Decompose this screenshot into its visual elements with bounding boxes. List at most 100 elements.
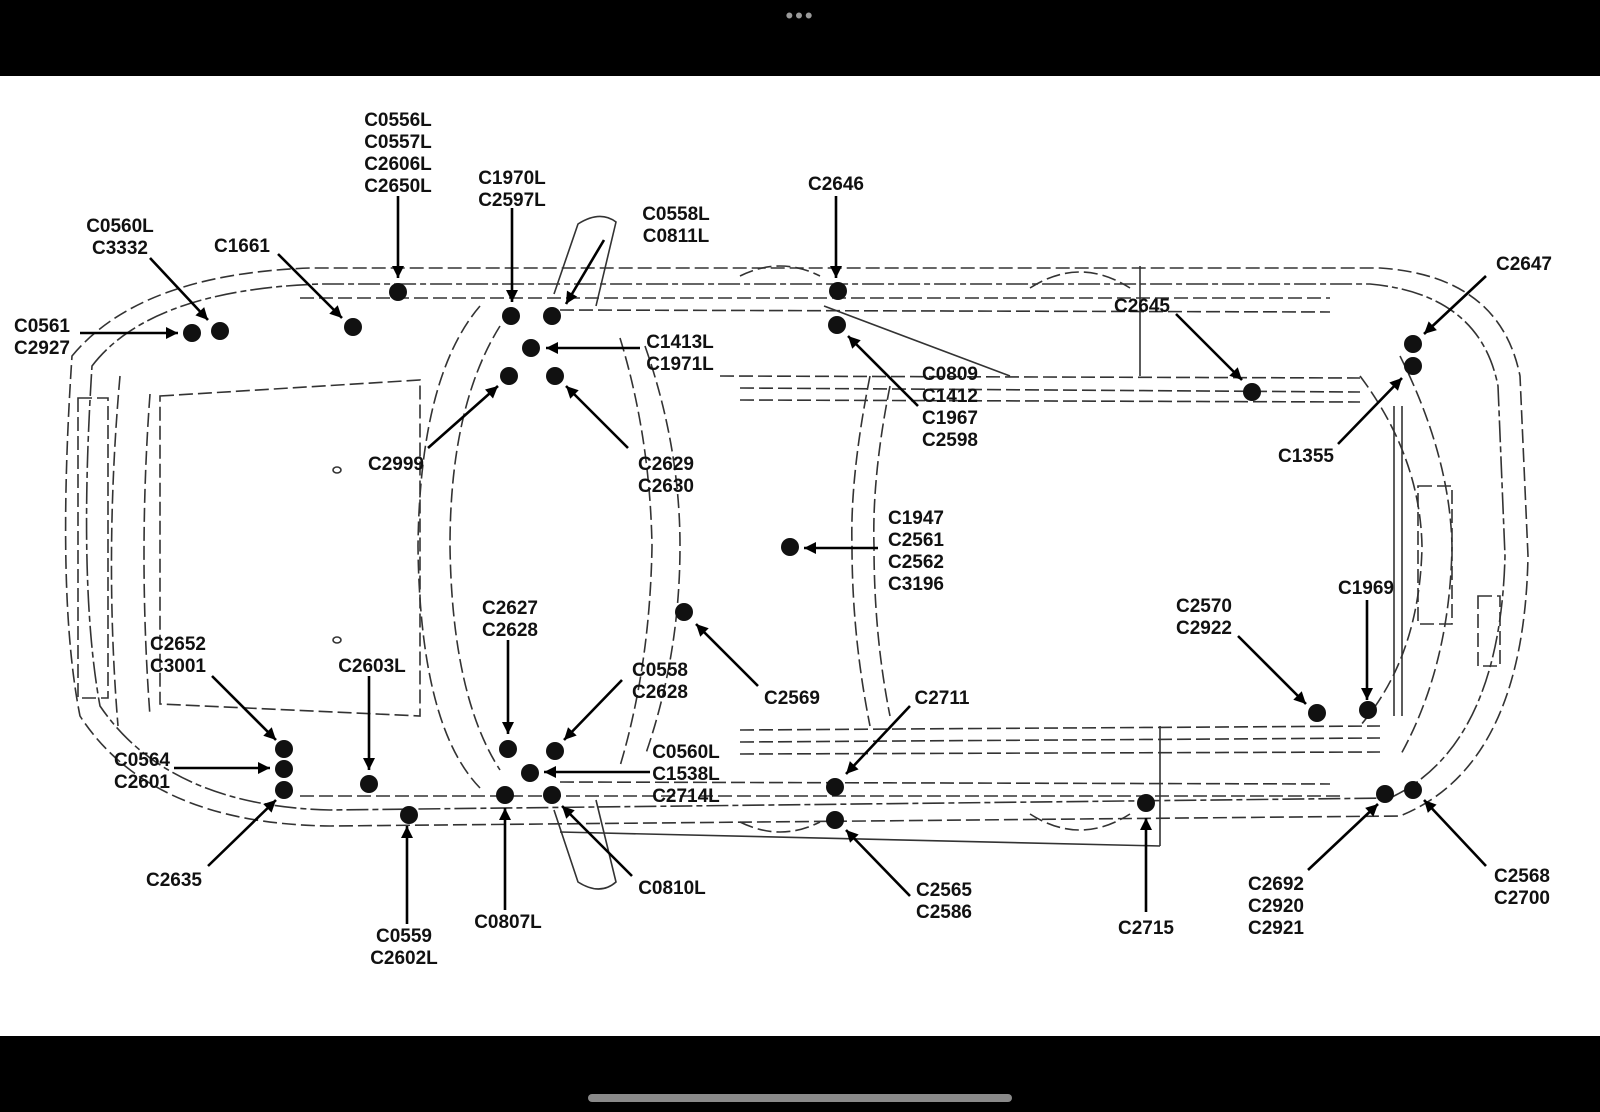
arrow-head xyxy=(566,386,579,399)
connector-dot[interactable] xyxy=(543,786,561,804)
connector-dot[interactable] xyxy=(546,742,564,760)
arrow-head xyxy=(846,830,859,843)
connector-label: C3332 xyxy=(92,238,148,259)
connector-label: C0559 xyxy=(376,926,432,947)
arrow-head xyxy=(566,290,578,304)
connector-label: C2920 xyxy=(1248,896,1304,917)
connector-dot[interactable] xyxy=(826,811,844,829)
connector-dot[interactable] xyxy=(829,282,847,300)
arrow-head xyxy=(1424,800,1437,813)
connector-label: C2606L xyxy=(364,154,432,175)
arrow-head xyxy=(1365,804,1378,817)
connector-dot[interactable] xyxy=(275,781,293,799)
connector-label: C3001 xyxy=(150,656,206,677)
leader-arrow xyxy=(561,805,633,877)
connector-dot[interactable] xyxy=(1137,794,1155,812)
connector-label: C1967 xyxy=(922,408,978,429)
connector-label: C2647 xyxy=(1496,254,1552,275)
home-indicator[interactable] xyxy=(588,1094,1012,1102)
connector-dot[interactable] xyxy=(1404,357,1422,375)
connector-label: C2602L xyxy=(370,948,438,969)
connector-label: C2711 xyxy=(915,688,970,709)
connector-dot[interactable] xyxy=(546,367,564,385)
leader-arrow xyxy=(563,679,623,741)
connector-label: C0560L xyxy=(86,216,154,237)
leader-arrow xyxy=(1337,377,1403,445)
connector-label: C2645 xyxy=(1114,296,1170,317)
connector-label: C0558L xyxy=(642,204,710,225)
leader-arrow xyxy=(1423,799,1487,867)
leader-arrow xyxy=(565,385,629,449)
connector-label: C2922 xyxy=(1176,618,1232,639)
connector-dot[interactable] xyxy=(675,603,693,621)
connector-dot[interactable] xyxy=(522,339,540,357)
connector-label: C2597L xyxy=(478,190,546,211)
leader-arrow xyxy=(149,257,209,321)
arrow-head xyxy=(804,542,816,554)
leader-arrow xyxy=(845,705,911,775)
connector-label: C0811L xyxy=(643,226,710,247)
leader-arrow xyxy=(845,829,911,897)
connector-label: C0807L xyxy=(474,912,542,933)
connector-dot[interactable] xyxy=(499,740,517,758)
connector-dot[interactable] xyxy=(1404,781,1422,799)
connector-label: C1355 xyxy=(1278,446,1334,467)
connector-dot[interactable] xyxy=(1376,785,1394,803)
connector-dot[interactable] xyxy=(1243,383,1261,401)
connector-label: C2629 xyxy=(638,454,694,475)
leader-arrow xyxy=(1237,635,1307,705)
leader-arrow xyxy=(1307,803,1379,871)
connector-dot[interactable] xyxy=(828,316,846,334)
connector-label: C2586 xyxy=(916,902,972,923)
leader-arrow xyxy=(427,385,499,449)
connector-label: C2646 xyxy=(808,174,864,195)
arrow-head xyxy=(830,266,842,278)
connector-dot[interactable] xyxy=(543,307,561,325)
arrow-head xyxy=(1389,378,1402,391)
connector-label: C2700 xyxy=(1494,888,1550,909)
arrow-head xyxy=(696,624,709,637)
connector-label: C2603L xyxy=(338,656,406,677)
connector-dot[interactable] xyxy=(502,307,520,325)
connector-label: C0561 xyxy=(14,316,70,337)
connector-dot[interactable] xyxy=(781,538,799,556)
leader-arrow xyxy=(277,253,343,319)
arrow-head xyxy=(502,722,514,734)
connector-dot[interactable] xyxy=(496,786,514,804)
connector-label: C2999 xyxy=(368,454,424,475)
connector-dot[interactable] xyxy=(521,764,539,782)
connector-dot[interactable] xyxy=(400,806,418,824)
arrow-head xyxy=(329,305,342,318)
arrow-head xyxy=(562,806,575,819)
connector-label: C2630 xyxy=(638,476,694,497)
connector-dot[interactable] xyxy=(1359,701,1377,719)
connector-dot[interactable] xyxy=(275,740,293,758)
connector-label: C2635 xyxy=(146,870,202,891)
connector-label: C2569 xyxy=(764,688,820,709)
top-bar: ••• xyxy=(0,0,1600,76)
connector-label: C2921 xyxy=(1248,918,1304,939)
connector-dot[interactable] xyxy=(1404,335,1422,353)
connector-label: C0557L xyxy=(364,132,432,153)
connector-dot[interactable] xyxy=(211,322,229,340)
connector-dot[interactable] xyxy=(826,778,844,796)
arrow-head xyxy=(506,290,518,302)
connector-dot[interactable] xyxy=(183,324,201,342)
arrow-head xyxy=(544,766,556,778)
connector-dot[interactable] xyxy=(275,760,293,778)
connector-label: C2714L xyxy=(652,786,720,807)
connector-label: C2598 xyxy=(922,430,978,451)
more-options-icon[interactable]: ••• xyxy=(785,3,815,28)
connector-dot[interactable] xyxy=(344,318,362,336)
connector-dot[interactable] xyxy=(389,283,407,301)
connector-dot[interactable] xyxy=(1308,704,1326,722)
leader-arrow xyxy=(564,239,606,305)
connector-dot[interactable] xyxy=(360,775,378,793)
connector-label: C0564 xyxy=(114,750,170,771)
leader-arrow xyxy=(1175,313,1243,381)
connector-label: C2565 xyxy=(916,880,972,901)
arrow-head xyxy=(546,342,558,354)
connector-dot[interactable] xyxy=(500,367,518,385)
connector-label: C0809 xyxy=(922,364,978,385)
